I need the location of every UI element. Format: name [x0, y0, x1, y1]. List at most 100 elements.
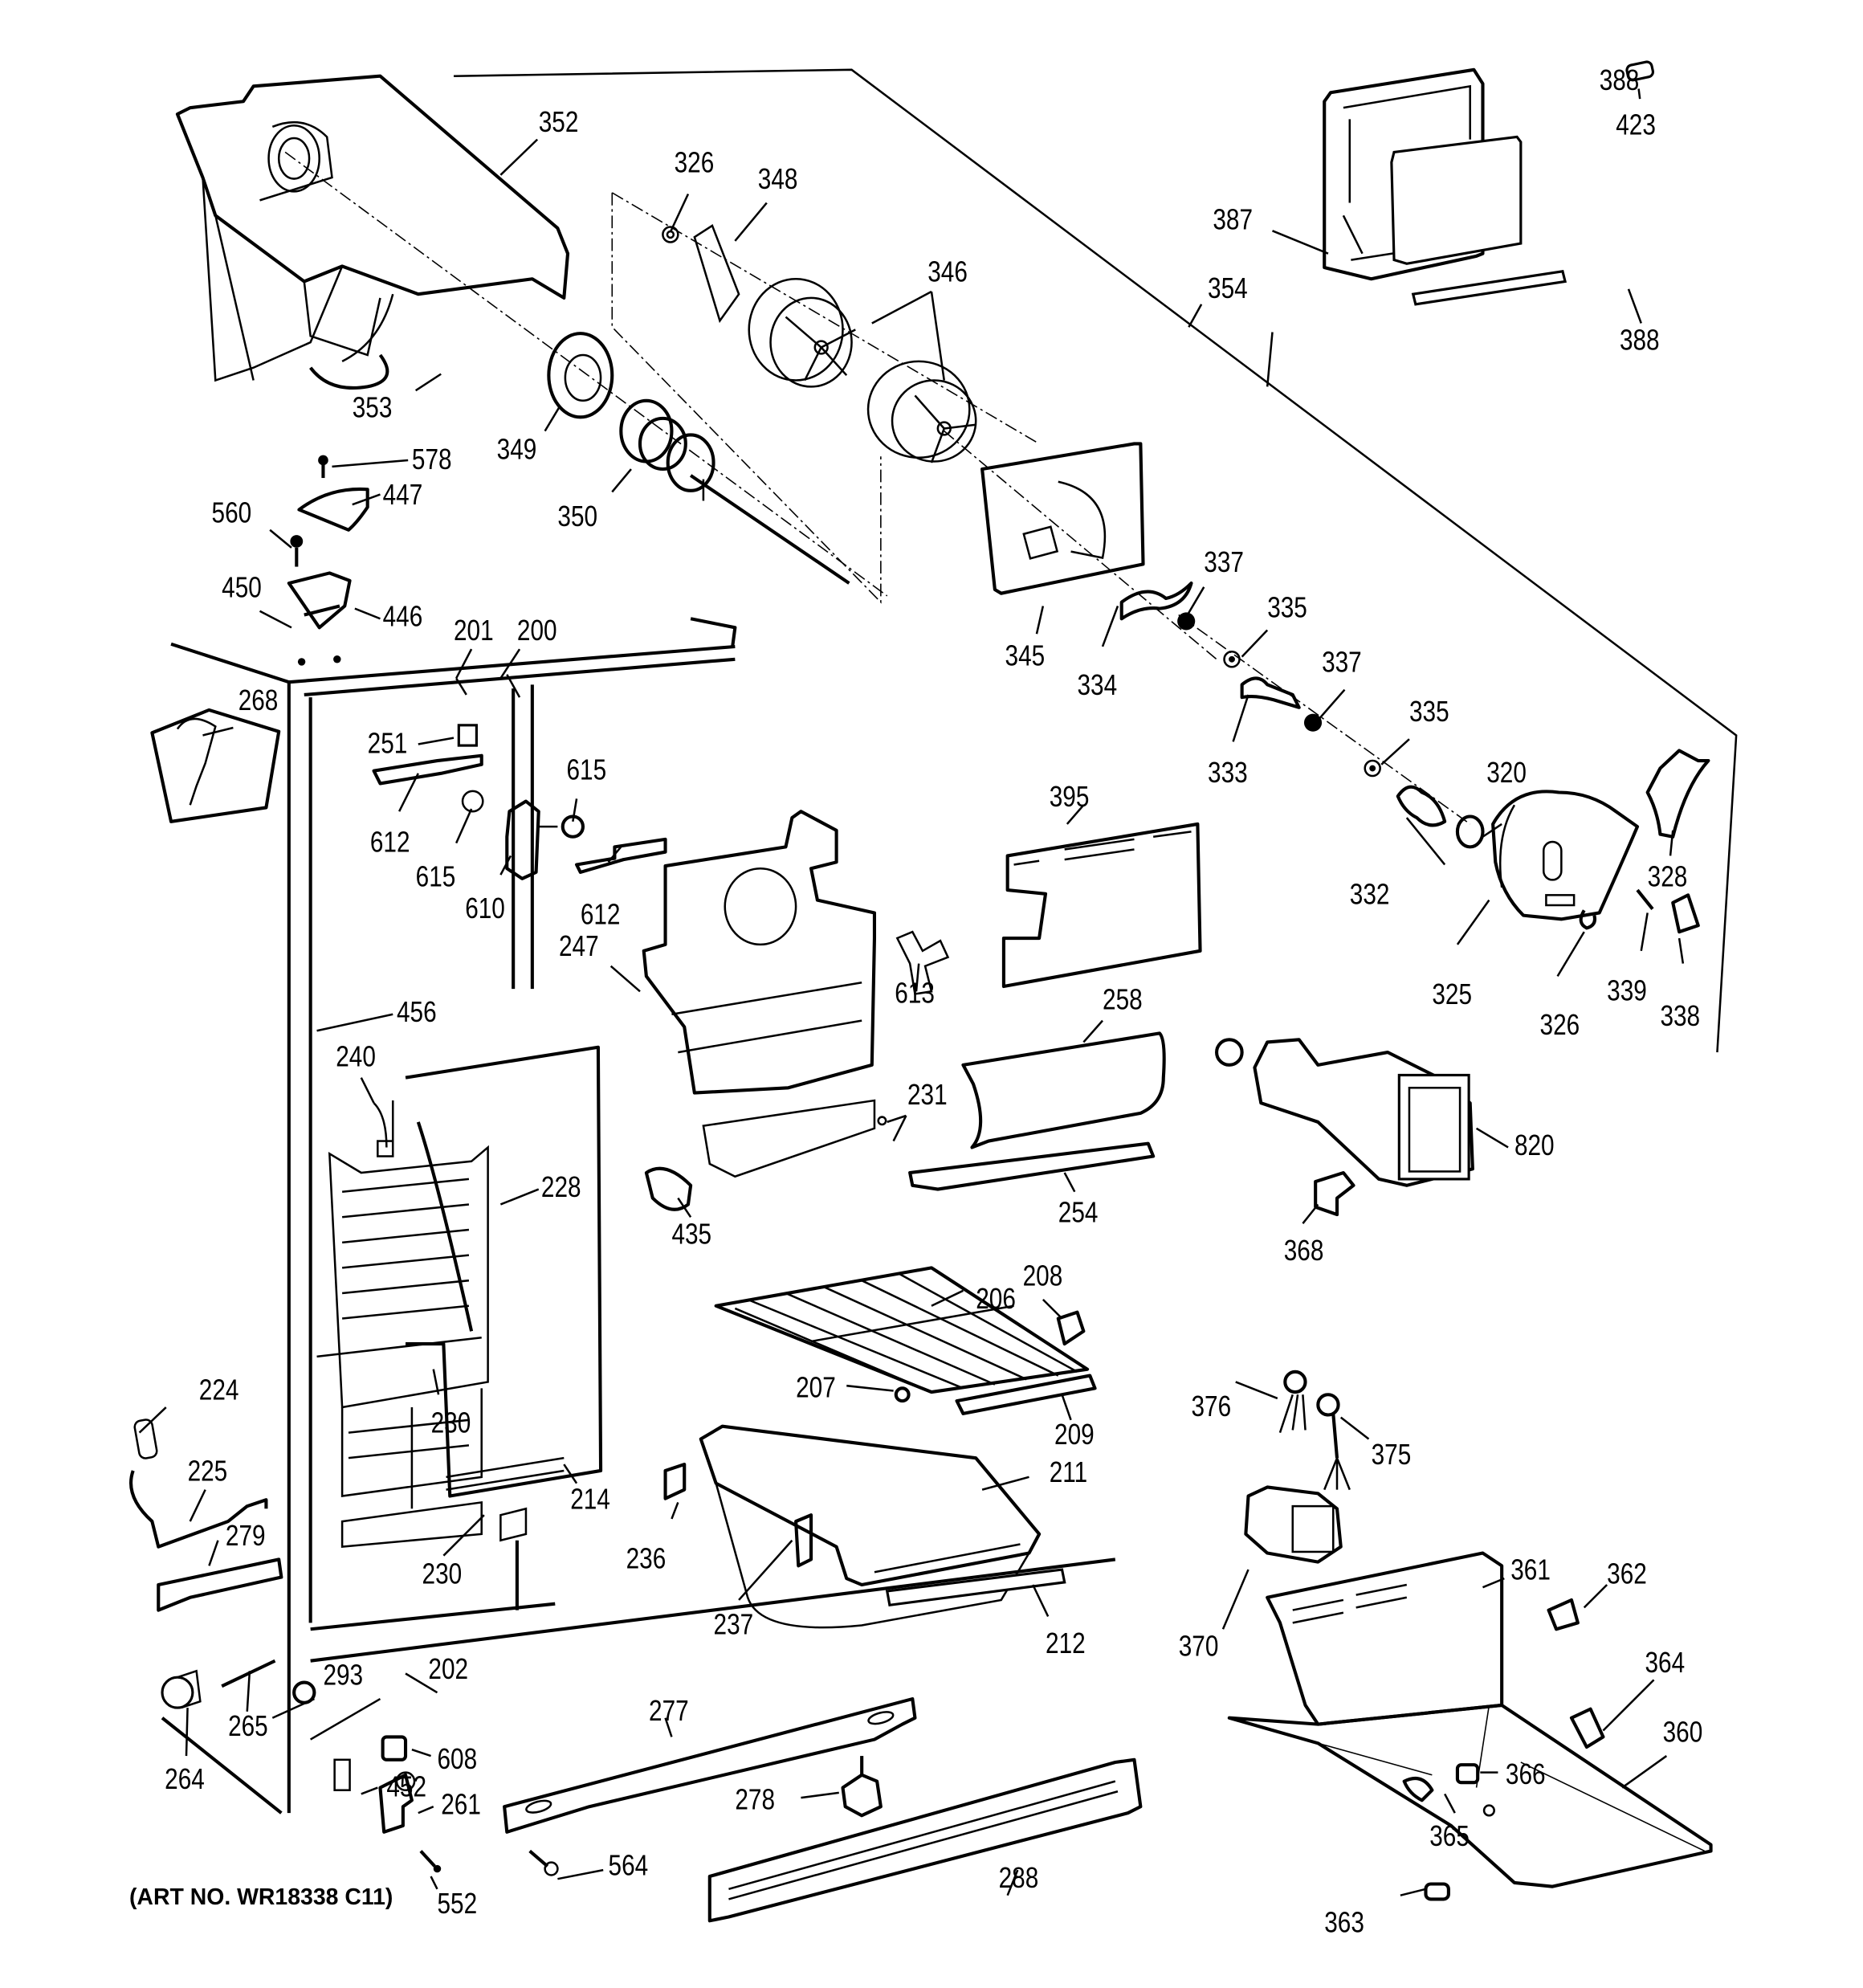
callout-332: 332 [1349, 877, 1390, 911]
callout-201: 201 [453, 613, 494, 647]
callout-435: 435 [671, 1217, 712, 1251]
evaporator [328, 1121, 489, 1549]
callout-375: 375 [1371, 1437, 1412, 1471]
wire-shelf [714, 1266, 1090, 1394]
callout-368: 368 [1283, 1233, 1324, 1267]
callout-608: 608 [437, 1741, 478, 1775]
callout-214: 214 [570, 1482, 610, 1516]
callout-337-bottom: 337 [1322, 645, 1362, 679]
callout-261: 261 [441, 1787, 481, 1821]
base-grille [707, 1757, 1143, 1923]
spring-lower [1303, 713, 1323, 732]
callout-353: 353 [352, 390, 393, 424]
callout-334: 334 [1077, 667, 1118, 701]
bushing [381, 1735, 408, 1761]
axle [221, 1659, 276, 1688]
spring-upper [1177, 612, 1196, 631]
callout-612-left: 612 [369, 825, 410, 859]
callout-335-top: 335 [1267, 590, 1307, 624]
callout-615-left: 615 [415, 859, 456, 893]
auger-bearing [547, 332, 614, 419]
drain-tube [129, 1470, 268, 1549]
callout-388-bottom: 388 [1619, 323, 1660, 357]
dispenser-light-socket [1625, 60, 1655, 82]
solenoid-arm [1645, 749, 1710, 839]
switch [1547, 1598, 1580, 1631]
defrost-timer [1244, 1485, 1343, 1564]
callout-346: 346 [927, 255, 968, 288]
screw-small [419, 1850, 442, 1873]
solenoid-bracket [1671, 893, 1700, 934]
callout-200: 200 [516, 613, 557, 647]
callout-231: 231 [907, 1077, 948, 1111]
callout-251: 251 [367, 726, 408, 760]
icemaker [1215, 1038, 1474, 1187]
callout-452: 452 [386, 1770, 427, 1803]
callout-268: 268 [238, 683, 279, 716]
callout-578: 578 [411, 442, 452, 476]
callout-208: 208 [1022, 1259, 1063, 1292]
thermostat-knob [457, 724, 478, 747]
cam-blade-upper [1119, 582, 1193, 621]
cam-blade-middle [1240, 676, 1301, 709]
shelf-trim [908, 1141, 1156, 1191]
leveling-rail [503, 1697, 917, 1834]
callout-352: 352 [538, 105, 579, 139]
control-housing [1266, 1551, 1504, 1726]
callout-320: 320 [1486, 755, 1527, 789]
leveling-leg [841, 1756, 883, 1818]
callout-288: 288 [998, 1861, 1039, 1895]
callout-326-bottom: 326 [1539, 1007, 1580, 1041]
callout-552: 552 [437, 1886, 478, 1920]
relay-harness [1278, 1370, 1307, 1433]
callout-335-bottom: 335 [1408, 694, 1449, 729]
callout-230-lower: 230 [422, 1557, 463, 1590]
grommet-left [461, 790, 484, 813]
callout-247: 247 [558, 929, 599, 963]
bracket-right [575, 837, 667, 874]
icemaker-cover-plate [1001, 822, 1202, 989]
callout-211: 211 [1049, 1455, 1088, 1489]
callout-613: 613 [895, 976, 935, 1010]
machine-compartment-cover [1227, 1703, 1713, 1888]
callout-328: 328 [1647, 859, 1688, 893]
shelf-stud [894, 1386, 911, 1403]
callout-376: 376 [1191, 1389, 1232, 1423]
callout-240: 240 [336, 1039, 376, 1073]
basket-support [663, 1463, 687, 1500]
washer-lower [1364, 759, 1381, 778]
fan-blade [895, 930, 950, 995]
defrost-thermostat [373, 1100, 394, 1157]
auger [619, 398, 850, 585]
shim [333, 1758, 351, 1791]
washer-upper [1223, 651, 1241, 668]
crusher-cups [748, 277, 977, 463]
callout-237: 237 [713, 1607, 754, 1641]
channel-bracket [157, 1557, 283, 1612]
overload-harness [1316, 1393, 1351, 1491]
pin [1636, 888, 1654, 910]
ice-bucket [175, 74, 888, 597]
screw-upper [318, 455, 328, 479]
callout-362: 362 [1607, 1557, 1647, 1590]
callout-348: 348 [757, 162, 798, 196]
callout-224: 224 [198, 1373, 239, 1406]
basket-trim [885, 1568, 1066, 1607]
capacitor [1569, 1707, 1605, 1749]
callout-326: 326 [674, 145, 715, 179]
cam-blade-lower [1396, 785, 1447, 827]
evaporator-cover [405, 1045, 603, 1498]
retainer-ring-top [662, 226, 679, 243]
callout-339: 339 [1607, 974, 1647, 1007]
leader-lines [138, 88, 1685, 1896]
callout-349: 349 [496, 432, 537, 466]
callout-395: 395 [1049, 779, 1090, 813]
callout-207: 207 [796, 1370, 836, 1404]
callout-212: 212 [1046, 1627, 1086, 1660]
callout-370: 370 [1178, 1629, 1219, 1663]
callout-388-top: 388 [1599, 63, 1640, 96]
callout-350: 350 [557, 499, 598, 533]
ice-crusher-blade-plate [693, 224, 740, 324]
callout-615-right: 615 [566, 753, 607, 786]
retainer-ring [1579, 909, 1597, 930]
